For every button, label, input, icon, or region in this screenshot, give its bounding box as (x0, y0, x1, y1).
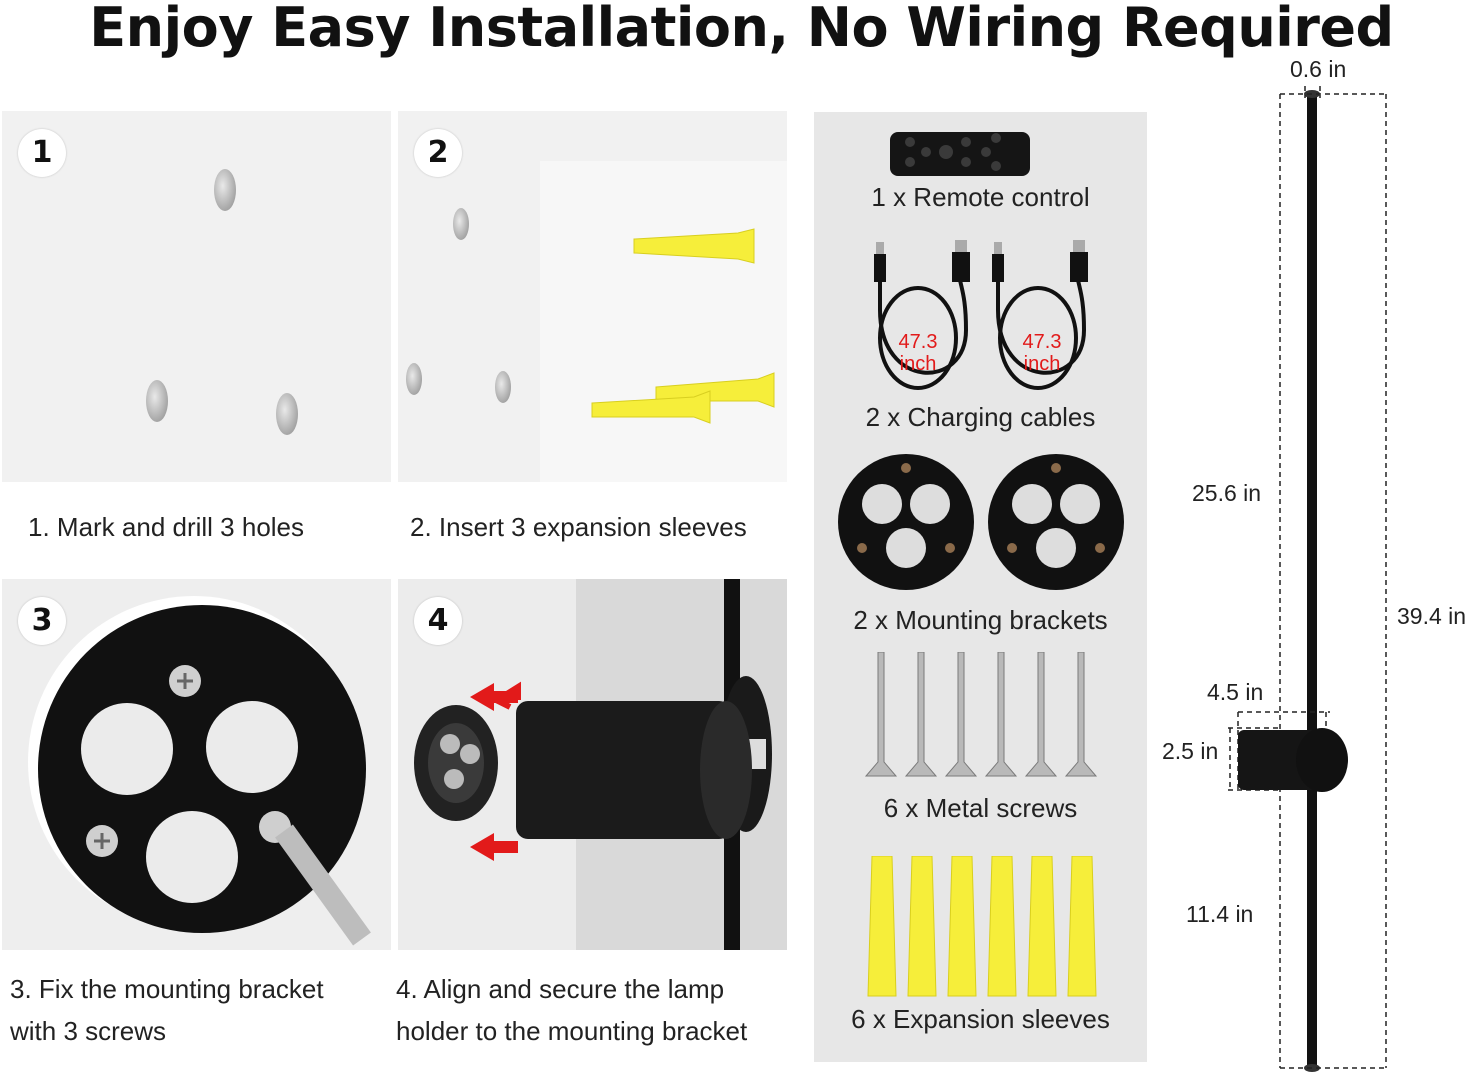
step-4-caption-line2: holder to the mounting bracket (396, 1016, 748, 1046)
upper-length-dimension: 25.6 in (1192, 480, 1262, 506)
step-4-caption-line1: 4. Align and secure the lamp (396, 974, 725, 1004)
drilled-hole (406, 363, 422, 395)
step-3-caption-line1: 3. Fix the mounting bracket (10, 974, 324, 1004)
screws-label: 6 x Metal screws (883, 793, 1078, 823)
step-1-badge: 1 (18, 129, 66, 177)
holder-length-dimension: 4.5 in (1207, 679, 1264, 705)
lamp-holder-icon (414, 579, 772, 950)
sleeves-label: 6 x Expansion sleeves (851, 1004, 1110, 1034)
step-4-badge: 4 (414, 597, 462, 645)
cables-label: 2 x Charging cables (865, 402, 1096, 432)
charging-cable-icon (874, 240, 1088, 390)
cable-length-unit: inch (1023, 353, 1061, 375)
cable-length-unit: inch (899, 353, 937, 375)
lamp-dimension-drawing (1228, 86, 1387, 1072)
remote-label: 1 x Remote control (871, 182, 1090, 212)
cable-length-value: 47.3 (898, 331, 938, 353)
drilled-hole (495, 371, 511, 403)
lower-length-dimension: 11.4 in (1186, 901, 1254, 927)
drilled-hole (276, 393, 298, 435)
drilled-hole (146, 380, 168, 422)
drilled-hole (214, 169, 236, 211)
step-3-caption-line2: with 3 screws (10, 1016, 167, 1046)
width-dimension: 0.6 in (1290, 56, 1347, 82)
holder-diameter-dimension: 2.5 in (1162, 738, 1219, 764)
step-3-badge: 3 (18, 597, 66, 645)
cable-length-value: 47.3 (1022, 331, 1062, 353)
metal-screw-icon (864, 652, 1098, 777)
step-1-image: 1 (2, 111, 391, 482)
mounting-bracket-icon (28, 596, 371, 946)
package-contents-panel: 1 x Remote control 47.3 inch 47.3 inch 2… (814, 112, 1147, 1062)
step-2-caption: 2. Insert 3 expansion sleeves (410, 512, 747, 542)
remote-control-icon (890, 132, 1030, 176)
step-2-image: 2 (398, 111, 787, 482)
step-3-image: 3 (2, 579, 391, 950)
total-length-dimension: 39.4 in (1397, 603, 1467, 629)
brackets-label: 2 x Mounting brackets (853, 605, 1108, 635)
step-4-image: 4 (398, 579, 787, 950)
expansion-sleeve-icon (591, 228, 775, 424)
step-2-badge: 2 (414, 129, 462, 177)
step-1-caption: 1. Mark and drill 3 holes (28, 512, 305, 542)
expansion-sleeve-icon (867, 856, 1097, 997)
page-title: Enjoy Easy Installation, No Wiring Requi… (89, 0, 1394, 59)
mounting-bracket-icon (838, 454, 1124, 590)
drilled-hole (453, 208, 469, 240)
